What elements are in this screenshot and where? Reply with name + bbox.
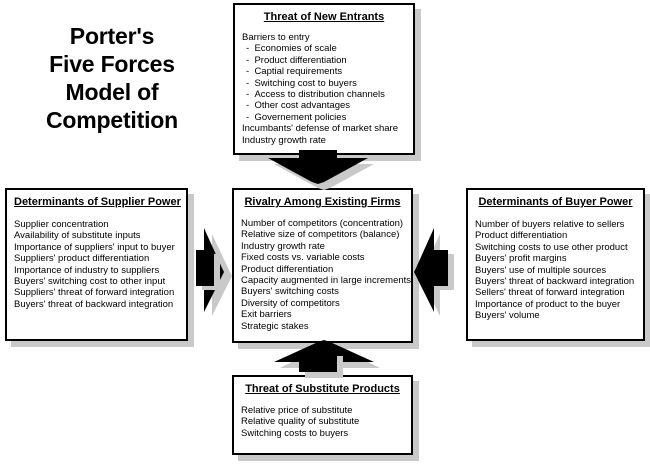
box-body-rivalry-among-existing-firms: Number of competitors (concentration)Rel… xyxy=(241,218,412,332)
list-item: Number of competitors (concentration) xyxy=(241,218,404,229)
list-item: Suppliers' product differentiation xyxy=(14,253,150,265)
list-item: Sellers' threat of forward integration xyxy=(475,287,625,299)
list-item: Buyers' profit margins xyxy=(475,253,567,265)
box-heading-determinants-of-buyer-power: Determinants of Buyer Power xyxy=(478,196,633,208)
list-item: Relative quality of substitute xyxy=(241,416,360,428)
box-heading-threat-of-new-entrants: Threat of New Entrants xyxy=(263,11,385,23)
box-body-threat-of-new-entrants: Barriers to entry- Economies of scale- P… xyxy=(242,32,406,146)
list-item: Relative price of substitute xyxy=(241,405,353,416)
box-heading-rivalry-among-existing-firms: Rivalry Among Existing Firms xyxy=(244,196,401,208)
page-title-line-3: Model of xyxy=(65,79,159,105)
list-item: Importance of industry to suppliers xyxy=(14,264,160,276)
arrow-left-icon xyxy=(414,228,456,320)
force-box-rivalry-among-existing-firms[interactable]: Rivalry Among Existing Firms Number of c… xyxy=(232,188,413,343)
list-item: Fixed costs vs. variable costs xyxy=(241,252,365,264)
box-heading-determinants-of-supplier-power: Determinants of Supplier Power xyxy=(14,196,181,208)
list-item: Buyers' threat of backward integration xyxy=(475,276,635,288)
list-item: - Switching cost to buyers xyxy=(246,77,357,89)
list-item: Product differentiation xyxy=(475,230,568,242)
page-title-line-4: Competition xyxy=(46,107,178,133)
list-item: Strategic stakes xyxy=(241,320,309,332)
list-item: Relative size of competitors (balance) xyxy=(241,229,400,241)
list-item: Buyers' switching costs xyxy=(241,286,339,298)
list-item: Number of buyers relative to sellers xyxy=(475,219,625,230)
arrow-right-icon xyxy=(196,228,236,320)
list-item: Exit barriers xyxy=(241,309,292,321)
list-item: Industry growth rate xyxy=(241,240,325,252)
force-box-threat-of-new-entrants[interactable]: Threat of New Entrants Barriers to entry… xyxy=(233,3,415,155)
box-heading-threat-of-substitute-products: Threat of Substitute Products xyxy=(245,383,400,395)
list-item: Capacity augmented in large increments xyxy=(241,275,412,287)
list-item: Industry growth rate xyxy=(242,134,326,146)
force-box-determinants-of-supplier-power[interactable]: Determinants of Supplier Power Supplier … xyxy=(5,188,188,341)
list-item: Switching costs to use other product xyxy=(475,241,628,253)
list-item: - Economies of scale xyxy=(246,43,337,55)
force-box-threat-of-substitute-products[interactable]: Threat of Substitute Products Relative p… xyxy=(232,375,413,455)
list-item: Buyers' switching cost to other input xyxy=(14,276,166,288)
page-title-line-2: Five Forces xyxy=(49,51,175,77)
list-item: Buyers' threat of backward integration xyxy=(14,298,174,310)
list-item: Supplier concentration xyxy=(14,219,109,230)
arrow-up-icon xyxy=(268,340,380,380)
list-item: - Other cost advantages xyxy=(246,100,351,112)
list-item: Buyers' volume xyxy=(475,310,540,322)
page-title: Porter's Five Forces Model of Competitio… xyxy=(6,22,218,134)
list-item: Product differentiation xyxy=(241,263,334,275)
list-item: Availability of substitute inputs xyxy=(14,230,141,242)
force-box-determinants-of-buyer-power[interactable]: Determinants of Buyer Power Number of bu… xyxy=(466,188,645,341)
list-item: Diversity of competitors xyxy=(241,297,340,309)
list-item: - Access to distribution channels xyxy=(246,89,385,101)
list-item: Switching costs to buyers xyxy=(241,427,349,439)
list-item: Buyers' use of multiple sources xyxy=(475,264,607,276)
list-item: - Product differentiation xyxy=(246,54,347,66)
list-item: Importance of product to the buyer xyxy=(475,298,621,310)
page-title-line-1: Porter's xyxy=(69,23,155,49)
list-item: - Governement policies xyxy=(246,111,347,123)
list-item: Incumbants' defense of market share xyxy=(242,123,399,135)
list-item: Barriers to entry xyxy=(242,32,310,43)
list-item: Suppliers' threat of forward integration xyxy=(14,287,175,299)
list-item: - Captial requirements xyxy=(246,66,343,78)
list-item: Importance of suppliers' input to buyer xyxy=(14,241,175,253)
arrow-down-icon xyxy=(268,150,380,192)
